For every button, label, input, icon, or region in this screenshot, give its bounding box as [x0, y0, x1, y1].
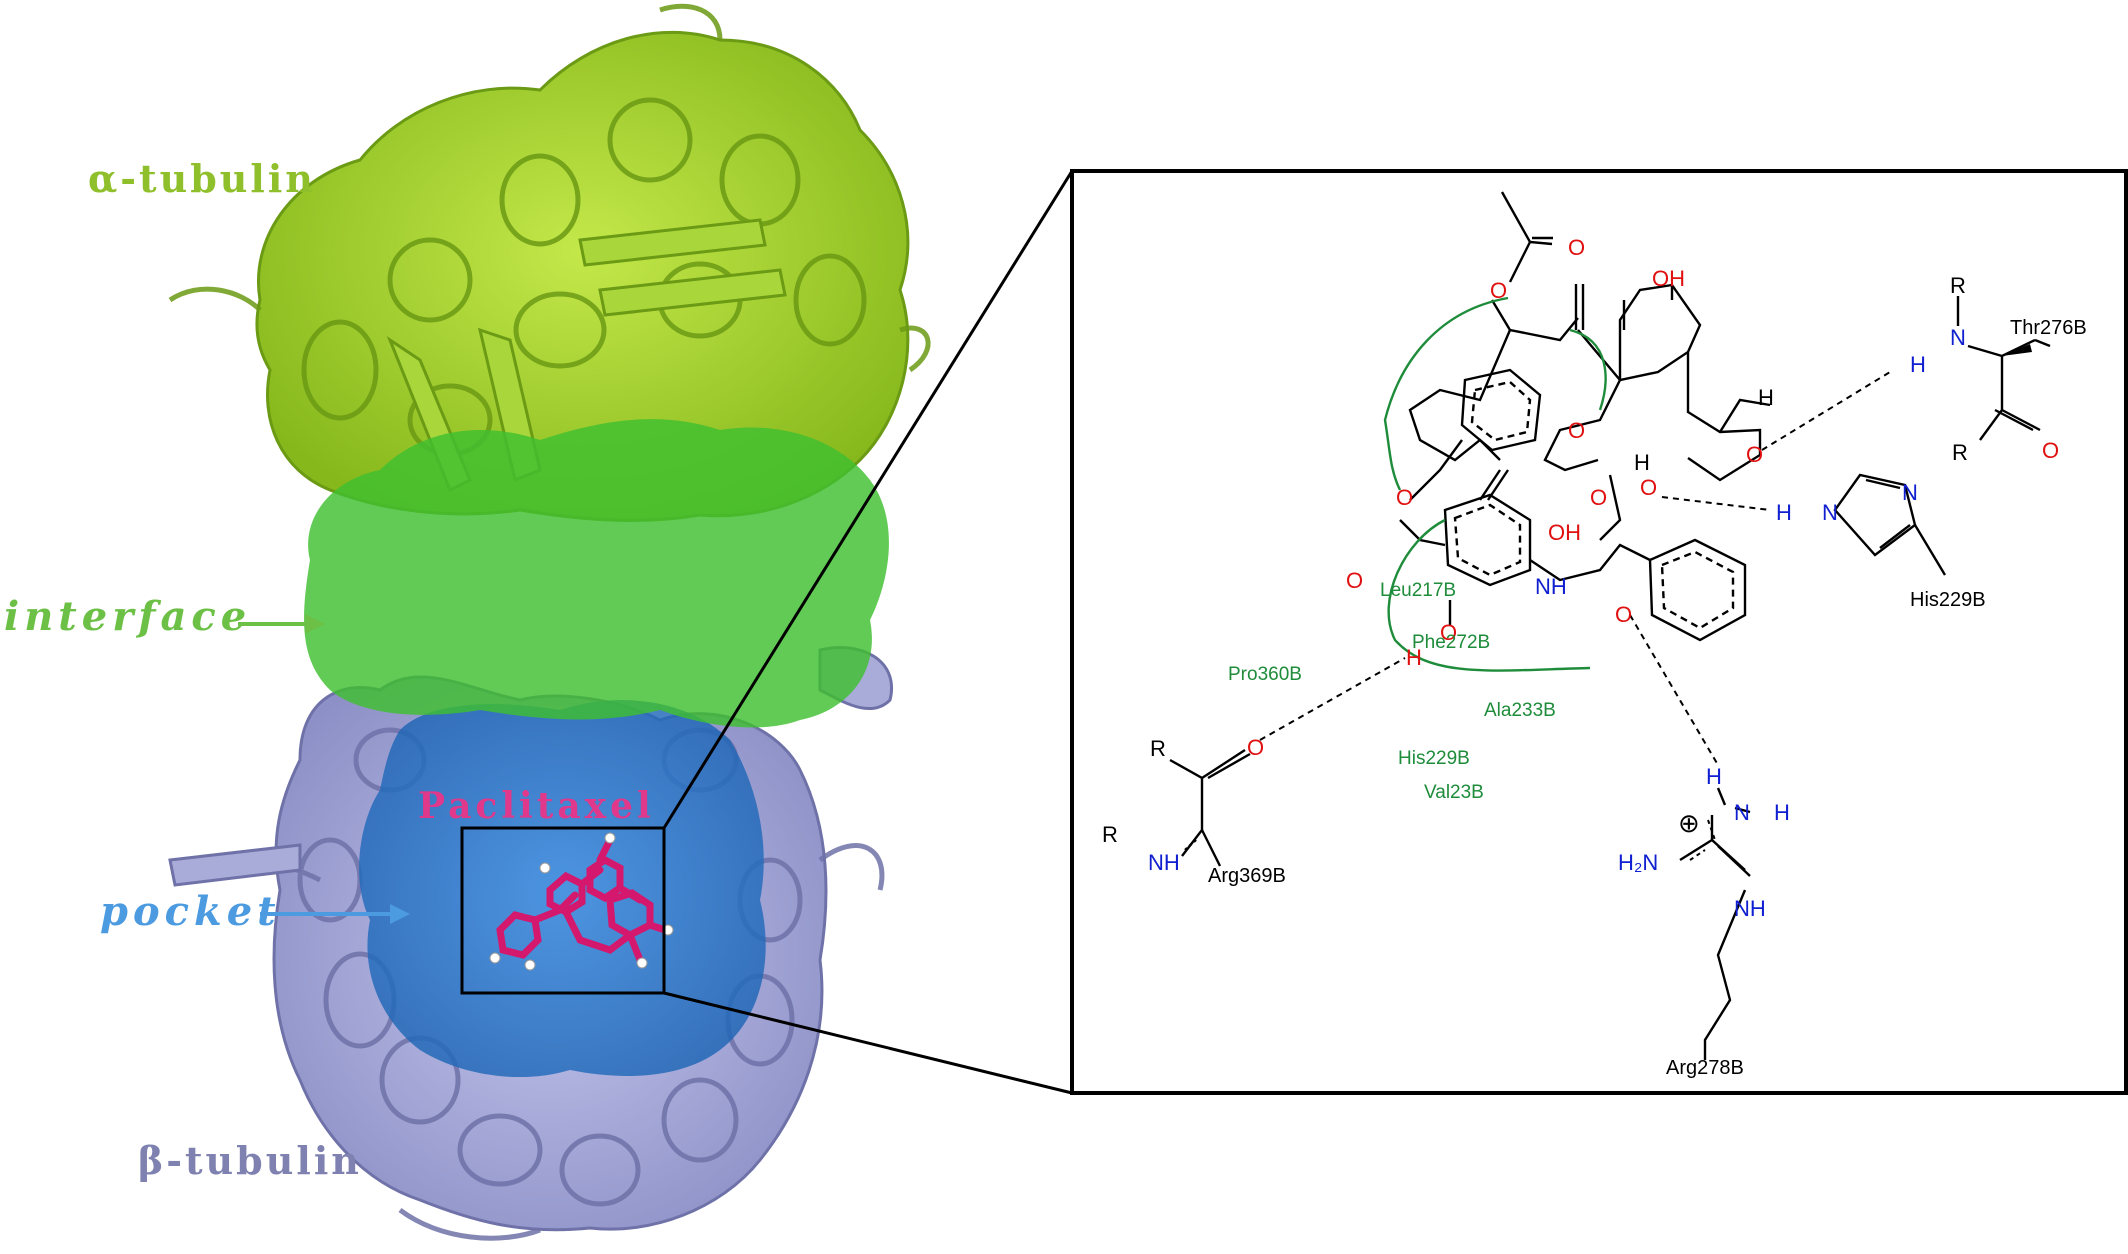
residue-his229-inner: His229B [1398, 748, 1470, 769]
thr276-r-label: R [1950, 273, 1966, 298]
side-chain-oxygen: O [1440, 620, 1457, 645]
arg278-h2n: H₂N [1618, 850, 1658, 875]
interface-arrow [238, 614, 325, 634]
residue-phe272: Phe272B [1412, 632, 1490, 653]
pocket-label: pocket [100, 888, 281, 935]
ester-oxygen-right: O [1590, 485, 1607, 510]
arg278-plus: ⊕ [1678, 808, 1700, 838]
arg369-name: Arg369B [1208, 865, 1286, 887]
hydroxyl-top: OH [1652, 266, 1685, 291]
carbonyl-oxygen-left: O [1346, 568, 1363, 593]
thr276-h-label: H [1910, 352, 1926, 377]
ring-hydrogen-mid: H [1634, 450, 1650, 475]
pocket-arrow [260, 904, 410, 924]
thr276-r2-label: R [1952, 440, 1968, 465]
arg369-residue: R O R NH Arg369B [1102, 735, 1286, 887]
hydrophobic-contact-arcs [1383, 296, 1607, 672]
paclitaxel-sticks [496, 836, 669, 964]
paclitaxel-label: Paclitaxel [418, 785, 655, 827]
residue-leu217: Leu217B [1380, 580, 1456, 601]
arg369-o-label: O [1247, 735, 1264, 760]
his229-residue: H N N His229B [1776, 473, 1986, 611]
hydrogen-bond-dashes [1259, 371, 1891, 766]
interface-surface [304, 419, 889, 728]
zoom-line-top [662, 170, 1074, 829]
hydroxyl-center: OH [1548, 520, 1581, 545]
arg278-name: Arg278B [1666, 1057, 1744, 1079]
thr276-name: Thr276B [2010, 317, 2087, 339]
oxetane-oxygen: O [1746, 442, 1763, 467]
arg369-r-label: R [1150, 736, 1166, 761]
his229-n1-label: N [1822, 500, 1838, 525]
arg369-r2-label: R [1102, 822, 1118, 847]
arg278-n-top: N [1734, 800, 1750, 825]
ether-oxygen-left: O [1396, 485, 1413, 510]
zoom-line-bottom [663, 991, 1073, 1095]
thr276-n-label: N [1950, 325, 1966, 350]
ring-hydrogen-top: H [1758, 385, 1774, 410]
his229-h-label: H [1776, 500, 1792, 525]
ester-oxygen-center: O [1568, 418, 1585, 443]
residue-val23: Val23B [1424, 782, 1484, 803]
his229-n2-label: N [1902, 480, 1918, 505]
residue-pro360: Pro360B [1228, 664, 1302, 685]
carbonyl-oxygen-right: O [1615, 602, 1632, 627]
amide-nitrogen: NH [1535, 574, 1567, 599]
thr276-o-label: O [2042, 438, 2059, 463]
arg278-nh: NH [1734, 896, 1766, 921]
interface-label: interface [4, 593, 251, 640]
ester-oxygen-top: O [1490, 278, 1507, 303]
arg278-h-right: H [1774, 800, 1790, 825]
residue-ala233: Ala233B [1484, 700, 1556, 721]
carbonyl-oxygen-acetyl: O [1568, 235, 1585, 260]
arg278-h-top: H [1706, 764, 1722, 789]
hbond-hydrogen-left: H [1406, 645, 1422, 670]
alpha-tubulin-label: α-tubulin [88, 156, 316, 201]
arg278-residue: H N H ⊕ H₂N NH Arg278B [1618, 764, 1790, 1079]
bridge-oxygen: O [1640, 475, 1657, 500]
thr276-residue: R N H R O Thr276B [1910, 273, 2087, 465]
his229-name: His229B [1910, 589, 1986, 611]
arg369-nh-label: NH [1148, 850, 1180, 875]
pocket-inset-box [460, 826, 666, 995]
beta-tubulin-label: β-tubulin [138, 1138, 362, 1183]
paclitaxel-skeleton [1399, 191, 1771, 642]
interaction-diagram-panel [1070, 169, 2128, 1095]
pocket-surface [359, 700, 766, 1078]
